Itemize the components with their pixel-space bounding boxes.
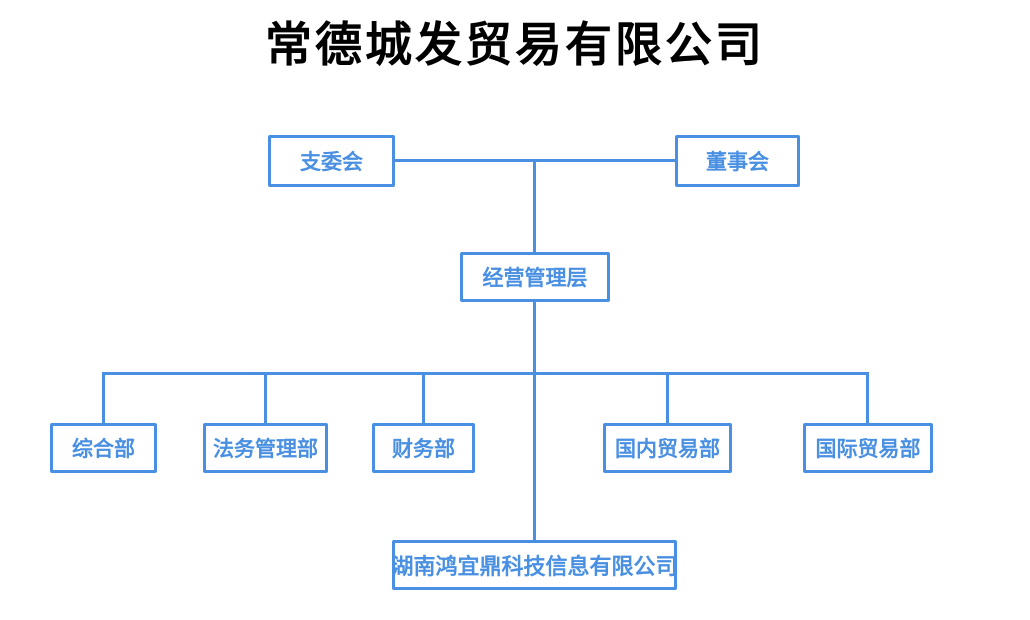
node-dept-legal[interactable]: 法务管理部 xyxy=(203,423,328,473)
connector-branch-horizontal xyxy=(102,372,869,375)
page-title: 常德城发贸易有限公司 xyxy=(265,18,765,73)
node-dept-domestic-trade[interactable]: 国内贸易部 xyxy=(603,423,732,473)
connector-drop-legal xyxy=(264,373,267,424)
connector-drop-finance xyxy=(422,373,425,424)
connector-top-vertical xyxy=(533,160,536,253)
node-dept-finance[interactable]: 财务部 xyxy=(372,423,475,473)
node-board-of-directors[interactable]: 董事会 xyxy=(675,135,800,187)
connector-trunk-vertical xyxy=(533,300,536,542)
node-dept-international-trade[interactable]: 国际贸易部 xyxy=(803,423,933,473)
node-branch-committee[interactable]: 支委会 xyxy=(268,135,395,187)
node-subsidiary[interactable]: 湖南鸿宜鼎科技信息有限公司 xyxy=(392,540,678,590)
connector-drop-general xyxy=(102,373,105,424)
connector-drop-domestic-trade xyxy=(666,373,669,424)
node-dept-general[interactable]: 综合部 xyxy=(50,423,157,473)
connector-drop-international-trade xyxy=(866,373,869,424)
node-management[interactable]: 经营管理层 xyxy=(460,252,610,302)
